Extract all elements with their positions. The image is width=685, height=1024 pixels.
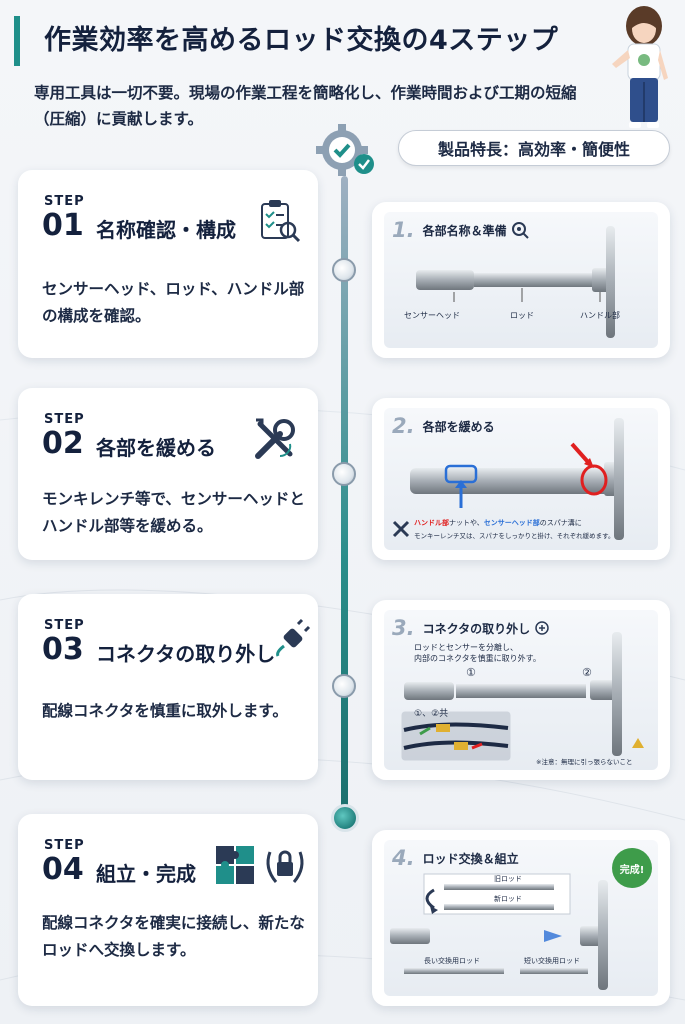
plug-icon [276, 618, 311, 657]
photo-card-4: 4. ロッド交換＆組立 完成! 旧ロッド 新ロッド 長い交換用ロッド 短い交換 [372, 830, 670, 1006]
common-label: ①、②共 [414, 709, 449, 719]
plug-icon [535, 621, 549, 635]
step-number: 04 [42, 852, 84, 887]
timeline-line [341, 176, 348, 816]
step-number: 01 [42, 208, 84, 243]
step-description: センサーヘッド、ロッド、ハンドル部の構成を確認。 [42, 280, 305, 325]
photo-card-1: 1. 各部名称＆準備 センサーヘッド ロッド ハンドル部 [372, 202, 670, 358]
step-card-4: STEP 04 組立・完成 配線コネクタを確実に接続し、新たなロッドへ交換します… [18, 814, 318, 1006]
photo-area: 3. コネクタの取り外し ロッドとセンサーを分離し、 内部のコネクタを慎重に取り… [384, 610, 658, 770]
note-text: ナットや、 [449, 519, 484, 527]
photo-card-2: 2. 各部を緩める ハンドル部ナットや、センサーヘッド部のスパナ溝に モンキーレ… [372, 398, 670, 560]
step-number: 03 [42, 632, 84, 667]
label-handle: ハンドル部 [580, 311, 620, 320]
photo-title: コネクタの取り外し [422, 621, 531, 636]
step-title: 各部を緩める [96, 436, 216, 460]
timeline-node-3 [332, 674, 356, 698]
note-sensor-head-part: センサーヘッド部 [483, 519, 540, 527]
page-title: 作業効率を高めるロッド交換の4ステップ [44, 25, 559, 56]
loosen-parts-image [392, 418, 624, 540]
step-title: 組立・完成 [96, 862, 196, 886]
step-number: 02 [42, 426, 84, 461]
step-label: STEP [44, 412, 85, 427]
photo-step-number: 2. [392, 414, 415, 438]
laurel-lock-icon [266, 850, 304, 883]
photo-area: 4. ロッド交換＆組立 完成! 旧ロッド 新ロッド 長い交換用ロッド 短い交換 [384, 840, 658, 996]
note-text: のスパナ溝に [539, 519, 582, 527]
step-description: 配線コネクタを慎重に取外します。 [42, 702, 288, 720]
feature-pill: 製品特長：高効率・簡便性 [398, 130, 670, 166]
step-description: 配線コネクタを確実に接続し、新たなロッドへ交換します。 [42, 914, 305, 959]
timeline-node-1 [332, 258, 356, 282]
long-rod-label: 長い交換用ロッド [424, 957, 480, 965]
marker-2: ② [582, 666, 592, 679]
title-accent-bar [14, 16, 20, 66]
photo-subtitle-2: 内部のコネクタを慎重に取り外す。 [414, 654, 541, 663]
gear-search-icon [511, 222, 529, 239]
clipboard-check-icon [261, 200, 301, 243]
timeline-end-node [331, 804, 359, 832]
photo-title: ロッド交換＆組立 [422, 851, 519, 866]
rod-assembly-image [416, 226, 615, 338]
new-rod-label: 新ロッド [494, 895, 522, 903]
caution-text: ※注意：無理に引っ張らないこと [536, 758, 633, 766]
step-card-2: STEP 02 各部を緩める モンキレンチ等で、センサーヘッドとハンドル部等を緩… [18, 388, 318, 560]
step-card-3: STEP 03 コネクタの取り外し 配線コネクタを慎重に取外します。 [18, 594, 318, 780]
photo-step-number: 4. [392, 846, 415, 870]
wrench-icon [255, 418, 295, 459]
intro-text: 専用工具は一切不要。現場の作業工程を簡略化し、作業時間および工期の短縮（圧縮）に… [34, 84, 577, 128]
photo-area: 2. 各部を緩める ハンドル部ナットや、センサーヘッド部のスパナ溝に モンキーレ… [384, 408, 658, 550]
old-rod-label: 旧ロッド [494, 875, 522, 883]
label-sensor-head: センサーヘッド [404, 311, 460, 320]
step-title: コネクタの取り外し [96, 642, 276, 666]
photo-card-3: 3. コネクタの取り外し ロッドとセンサーを分離し、 内部のコネクタを慎重に取り… [372, 600, 670, 780]
connector-removal-image [401, 632, 644, 761]
short-rod-label: 短い交換用ロッド [524, 957, 580, 965]
label-rod: ロッド [510, 311, 534, 320]
gear-check-icon [316, 124, 374, 176]
step-label: STEP [44, 618, 85, 633]
photo-title: 各部名称＆準備 [422, 223, 507, 238]
photo-step-number: 1. [392, 218, 415, 242]
timeline-node-2 [332, 462, 356, 486]
step-card-1: STEP 01 名称確認・構成 センサーヘッド、ロッド、ハンドル部の構成を確認。 [18, 170, 318, 358]
done-badge: 完成! [612, 848, 652, 888]
rod-exchange-image [390, 873, 608, 990]
note-handle-part: ハンドル部 [414, 519, 449, 527]
marker-1: ① [466, 666, 476, 679]
photo-step-number: 3. [392, 616, 415, 640]
note-line-2: モンキーレンチ又は、スパナをしっかりと掛け、それぞれ緩めます。 [414, 532, 615, 540]
photo-area: 1. 各部名称＆準備 センサーヘッド ロッド ハンドル部 [384, 212, 658, 348]
step-description: モンキレンチ等で、センサーヘッドとハンドル部等を緩める。 [42, 490, 305, 535]
step-title: 名称確認・構成 [96, 218, 236, 242]
photo-title: 各部を緩める [422, 419, 495, 434]
step-label: STEP [44, 838, 85, 853]
mascot-character-icon [612, 6, 668, 128]
step-label: STEP [44, 194, 85, 209]
photo-subtitle-1: ロッドとセンサーを分離し、 [414, 643, 518, 652]
puzzle-icon [216, 846, 254, 884]
